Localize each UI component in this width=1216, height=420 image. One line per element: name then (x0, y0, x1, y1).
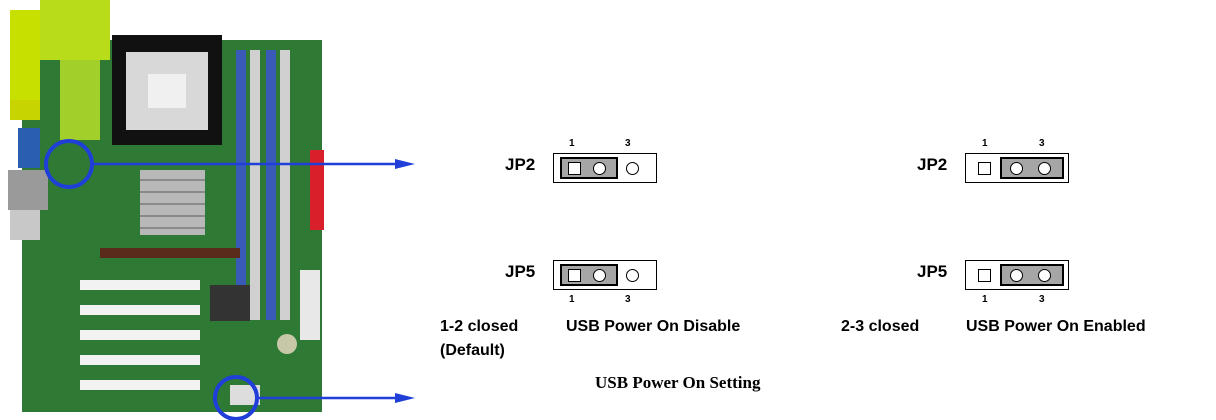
config1-state: 1-2 closed (440, 318, 519, 335)
pin-1 (978, 162, 991, 175)
jp5-right-pin-number: 3 (625, 294, 631, 305)
jp2-right-pin-number: 3 (625, 138, 631, 149)
pin-3 (1038, 269, 1051, 282)
jp2-left-pin-number: 1 (982, 138, 988, 149)
super-io-chip (210, 285, 250, 321)
jp2-left-pin-number: 1 (569, 138, 575, 149)
ide-connector (310, 150, 324, 230)
pin-2 (1010, 162, 1023, 175)
jp2-right-pin-number: 3 (1039, 138, 1045, 149)
config1-description: USB Power On Disable (566, 318, 741, 335)
pin-3 (1038, 162, 1051, 175)
jp5-arrow (257, 393, 415, 403)
jp5-left-pin-number: 1 (982, 294, 988, 305)
jp5-label: JP5 (505, 262, 536, 281)
pin-1 (568, 162, 581, 175)
pin-2 (593, 162, 606, 175)
motherboard-image (8, 0, 324, 420)
jp5-jumper-closed-1-2 (553, 260, 657, 290)
config1-default-note: (Default) (440, 342, 505, 359)
pin-1 (568, 269, 581, 282)
pin-3 (626, 162, 639, 175)
pin-2 (1010, 269, 1023, 282)
dimm-slots (236, 50, 290, 320)
pci-slots (80, 280, 200, 390)
pin-2 (593, 269, 606, 282)
jp2-label: JP2 (917, 155, 948, 174)
jp2-arrow (92, 159, 415, 169)
io-connectors (8, 0, 110, 240)
jp5-right-pin-number: 3 (1039, 294, 1045, 305)
jp5-jumper-closed-2-3 (965, 260, 1069, 290)
pin-1 (978, 269, 991, 282)
jp5-label: JP5 (917, 262, 948, 281)
config2-state: 2-3 closed (841, 318, 920, 335)
agp-slot (100, 248, 240, 258)
jp2-label: JP2 (505, 155, 536, 174)
jp5-left-pin-number: 1 (569, 294, 575, 305)
cpu-socket (112, 35, 222, 145)
pin-3 (626, 269, 639, 282)
jp2-jumper-closed-2-3 (965, 153, 1069, 183)
figure-title: USB Power On Setting (595, 373, 761, 392)
jp2-jumper-closed-1-2 (553, 153, 657, 183)
config2-description: USB Power On Enabled (966, 318, 1146, 335)
